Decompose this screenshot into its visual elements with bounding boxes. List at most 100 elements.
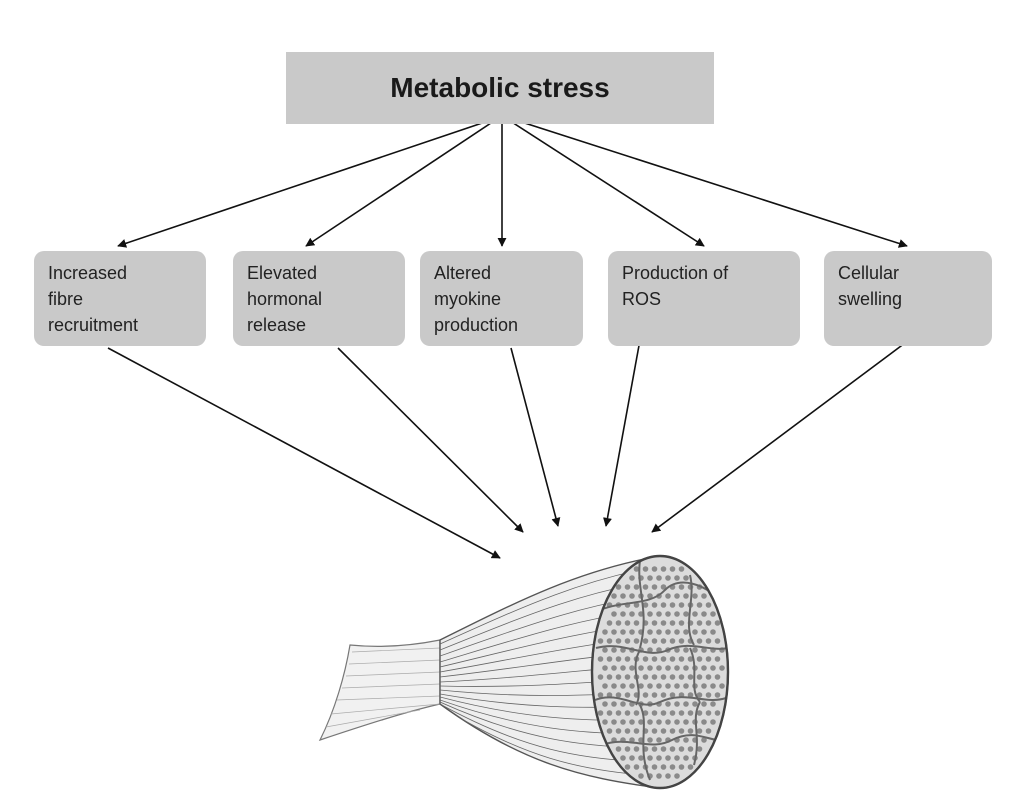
fibre-dot bbox=[606, 620, 613, 626]
fibre-dot bbox=[683, 575, 689, 581]
tendon-shape bbox=[318, 639, 441, 742]
fibre-dot bbox=[683, 629, 689, 635]
fibre-dot bbox=[669, 674, 676, 680]
fibre-dot bbox=[714, 656, 721, 662]
fibre-dot bbox=[629, 665, 635, 671]
fibre-dot bbox=[642, 656, 649, 662]
node-myokine-production-label: Altered myokine production bbox=[434, 263, 519, 335]
fibre-dot bbox=[629, 629, 635, 635]
node-cellular-swelling-label: Cellular swelling bbox=[838, 263, 903, 309]
fibre-dot bbox=[719, 665, 725, 671]
fibre-dot bbox=[669, 638, 676, 644]
fibre-dot bbox=[633, 710, 640, 716]
node-myokine-production: Altered myokine production bbox=[420, 251, 583, 346]
fibre-dot bbox=[683, 611, 689, 617]
fibre-dot bbox=[647, 575, 653, 581]
fibre-dot bbox=[629, 593, 635, 599]
fibre-dot bbox=[611, 683, 617, 689]
fibre-dot bbox=[669, 620, 676, 626]
fibre-dot bbox=[674, 593, 680, 599]
fibre-dot bbox=[665, 719, 671, 725]
fibre-dot bbox=[678, 602, 685, 608]
fibre-dot bbox=[615, 638, 622, 644]
fibre-dot bbox=[638, 719, 644, 725]
fibre-dot bbox=[651, 764, 658, 770]
fibre-dot bbox=[678, 764, 685, 770]
fibre-dot bbox=[710, 719, 716, 725]
fibre-dot bbox=[615, 710, 622, 716]
fibre-dot bbox=[642, 584, 649, 590]
fibre-dot bbox=[701, 647, 707, 653]
node-cellular-swelling: Cellular swelling bbox=[824, 251, 992, 346]
fibre-dot bbox=[647, 611, 653, 617]
fibre-dot bbox=[669, 692, 676, 698]
fibre-dot bbox=[602, 647, 608, 653]
fibre-dot bbox=[701, 665, 707, 671]
fibre-dot bbox=[656, 719, 662, 725]
fibre-dot bbox=[692, 701, 698, 707]
fibre-dot bbox=[656, 737, 662, 743]
fibre-dot bbox=[656, 611, 662, 617]
fibre-dot bbox=[656, 773, 662, 779]
fibre-dot bbox=[647, 593, 653, 599]
fibre-dot bbox=[705, 638, 712, 644]
fibre-dot bbox=[620, 665, 626, 671]
metabolic-stress-label: Metabolic stress bbox=[390, 72, 610, 103]
fibre-dot bbox=[678, 638, 685, 644]
fibre-dot bbox=[696, 710, 703, 716]
fascicle-dots bbox=[597, 566, 725, 779]
node-to-muscle-arrows bbox=[107, 339, 906, 559]
fibre-dot bbox=[674, 701, 680, 707]
fibre-dot bbox=[660, 746, 667, 752]
fibre-dot bbox=[687, 746, 694, 752]
root-to-node-arrows bbox=[117, 116, 908, 248]
fibre-dot bbox=[678, 620, 685, 626]
fibre-dot bbox=[678, 746, 685, 752]
fibre-dot bbox=[602, 701, 608, 707]
fibre-dot bbox=[701, 683, 707, 689]
fibre-dot bbox=[705, 692, 712, 698]
fibre-dot bbox=[597, 710, 604, 716]
fibre-dot bbox=[656, 755, 662, 761]
fibre-dot bbox=[665, 701, 671, 707]
fibre-dot bbox=[615, 692, 622, 698]
fibre-dot bbox=[701, 719, 707, 725]
fibre-dot bbox=[683, 683, 689, 689]
fibre-dot bbox=[615, 656, 622, 662]
arrow-root-to-cellular-swelling bbox=[505, 116, 908, 248]
fibre-dot bbox=[660, 602, 667, 608]
fibre-dot bbox=[660, 764, 667, 770]
fibre-dot bbox=[624, 710, 631, 716]
fibre-dot bbox=[714, 620, 721, 626]
fibre-dot bbox=[692, 593, 698, 599]
fibre-dot bbox=[629, 575, 635, 581]
fibre-dot bbox=[642, 692, 649, 698]
fibre-dot bbox=[696, 674, 703, 680]
fibre-dot bbox=[638, 773, 644, 779]
fibre-dot bbox=[660, 584, 667, 590]
fibre-dot bbox=[651, 602, 658, 608]
fibre-dot bbox=[624, 674, 631, 680]
fibre-dot bbox=[665, 665, 671, 671]
fibre-dot bbox=[710, 683, 716, 689]
fibre-dot bbox=[647, 755, 653, 761]
fibre-dot bbox=[620, 755, 626, 761]
fibre-dot bbox=[714, 674, 721, 680]
fibre-dot bbox=[669, 728, 676, 734]
fibre-dot bbox=[615, 728, 622, 734]
fibre-dot bbox=[660, 710, 667, 716]
fibre-dot bbox=[651, 746, 658, 752]
fibre-dot bbox=[629, 683, 635, 689]
fibre-dot bbox=[606, 674, 613, 680]
fibre-dot bbox=[696, 656, 703, 662]
fibre-dot bbox=[696, 638, 703, 644]
fibre-dot bbox=[660, 638, 667, 644]
fibre-dot bbox=[660, 728, 667, 734]
node-ros-production-label: Production of ROS bbox=[622, 263, 729, 309]
fibre-dot bbox=[714, 692, 721, 698]
fibre-dot bbox=[615, 584, 622, 590]
fibre-dot bbox=[687, 692, 694, 698]
fibre-dot bbox=[620, 611, 626, 617]
fibre-dot bbox=[674, 665, 680, 671]
